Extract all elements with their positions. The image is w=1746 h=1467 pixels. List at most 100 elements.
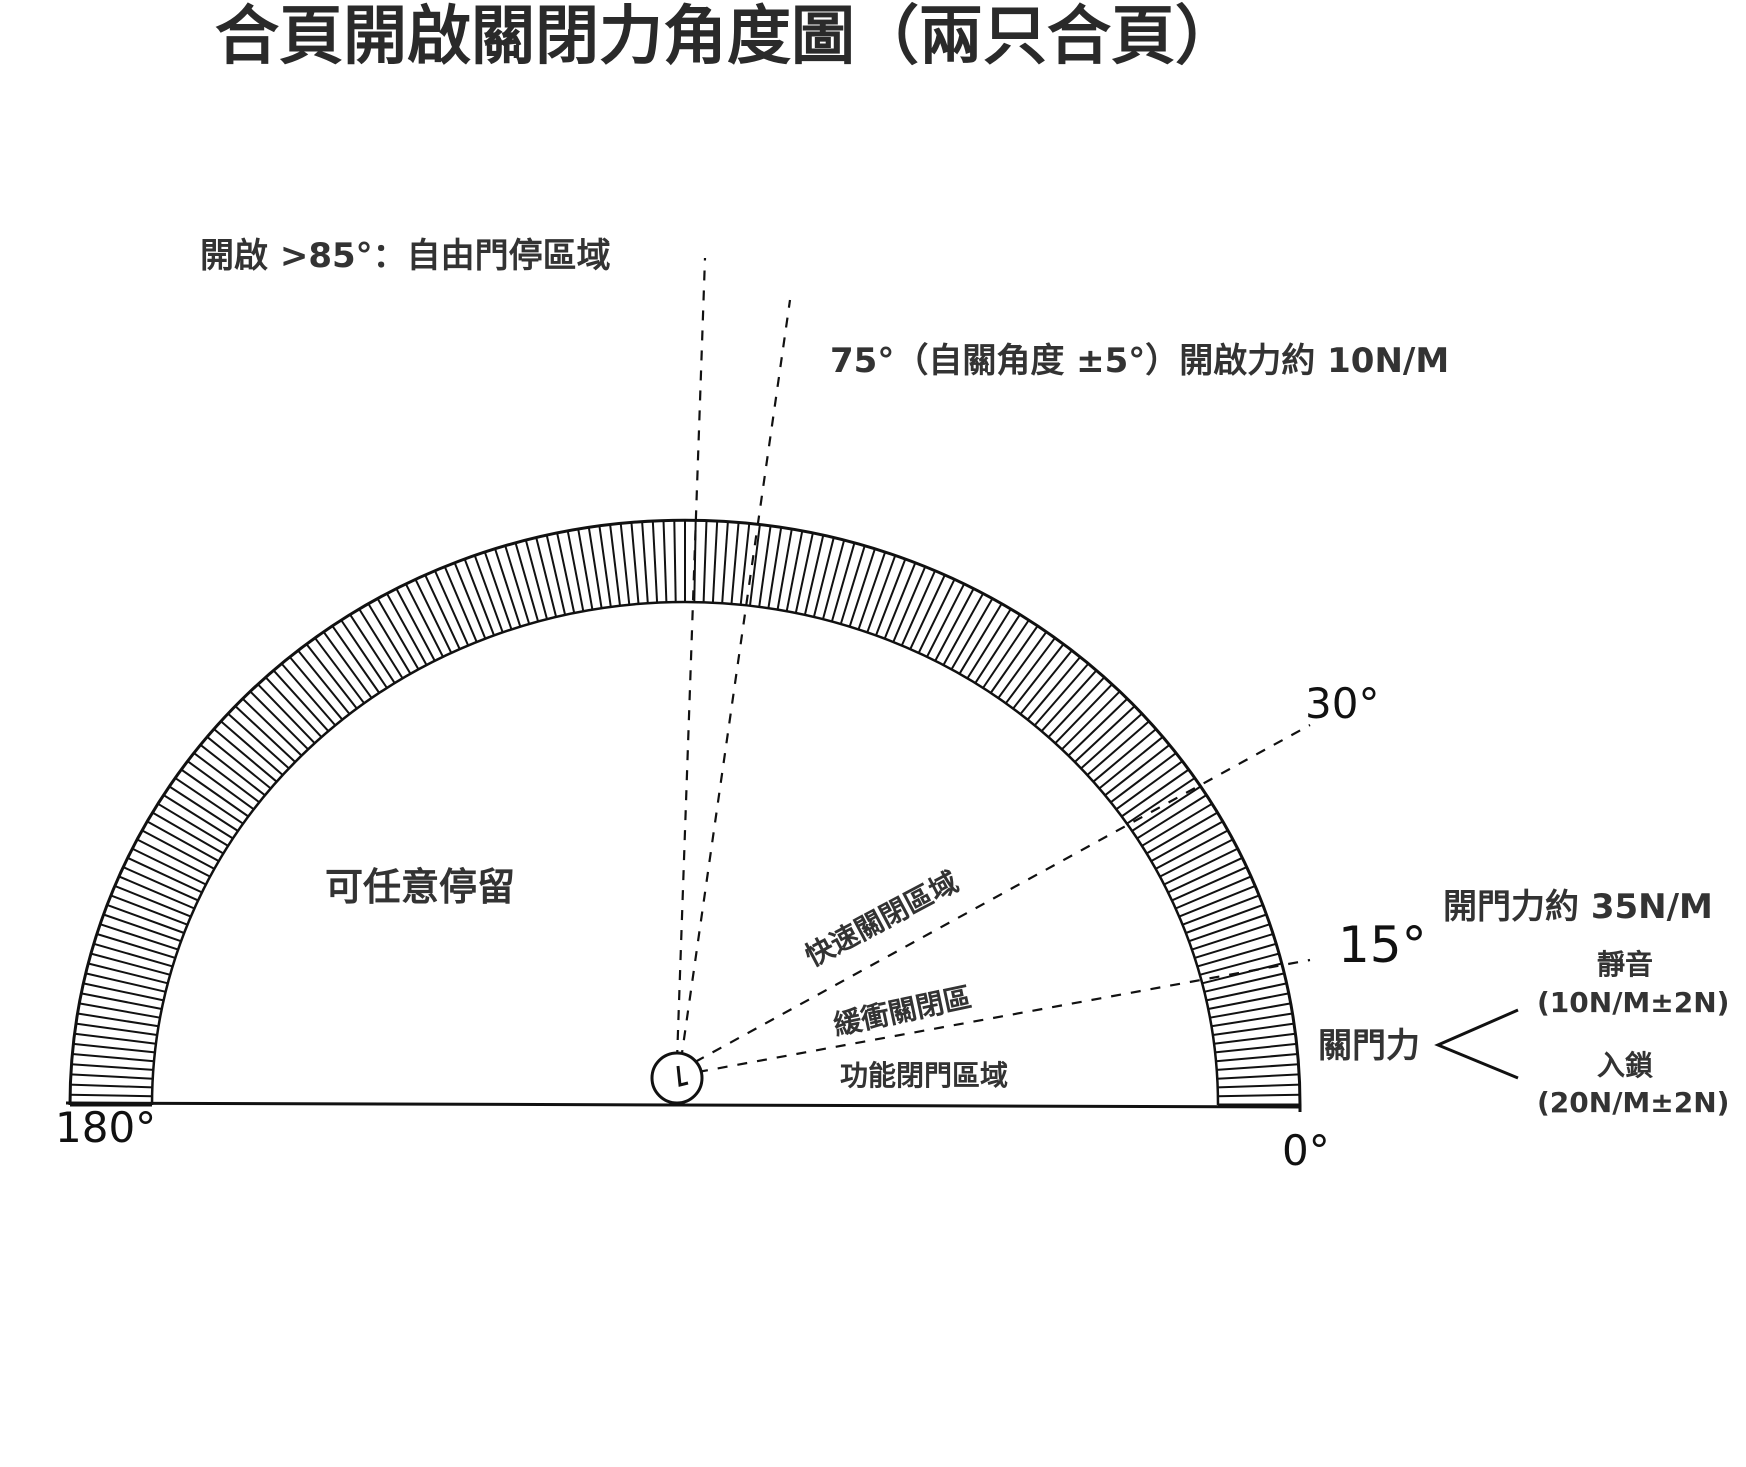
hatch-line bbox=[1167, 856, 1243, 894]
hatch-line bbox=[934, 588, 975, 662]
hatch-line bbox=[280, 662, 337, 727]
hatch-line bbox=[70, 1093, 153, 1098]
hatch-line bbox=[1155, 829, 1229, 870]
hatch-line bbox=[514, 542, 540, 622]
angle-180-label: 180° bbox=[55, 1103, 156, 1152]
hatch-line bbox=[1033, 662, 1090, 727]
hatch-line bbox=[349, 613, 396, 684]
any-stop-label: 可任意停留 bbox=[325, 865, 515, 909]
hatch-line bbox=[220, 720, 284, 776]
hatch-line bbox=[1163, 847, 1239, 886]
hatch-line bbox=[358, 608, 404, 679]
close-force-bracket bbox=[1434, 1008, 1519, 1080]
hatch-line bbox=[1074, 705, 1136, 763]
hatch-line bbox=[1086, 720, 1150, 776]
hatch-line bbox=[702, 520, 708, 603]
hatch-line bbox=[180, 768, 249, 818]
hatch-line bbox=[524, 539, 548, 620]
hatch-line bbox=[443, 566, 478, 643]
hatch-line bbox=[1092, 728, 1157, 783]
hatch-line bbox=[297, 649, 351, 715]
hatch-line bbox=[989, 625, 1039, 694]
hatch-line bbox=[662, 520, 668, 603]
hatch-line bbox=[83, 982, 164, 1002]
hatch-line bbox=[77, 1012, 159, 1028]
hatch-line bbox=[79, 1002, 161, 1019]
hatch-line bbox=[794, 532, 814, 614]
hatch-line bbox=[1159, 838, 1234, 878]
hatch-line bbox=[122, 866, 199, 902]
hatch-line bbox=[1061, 690, 1121, 751]
hatch-line bbox=[926, 583, 966, 658]
hatch-line bbox=[199, 744, 266, 797]
hatch-line bbox=[587, 527, 603, 609]
hatch-line bbox=[127, 856, 203, 894]
hatched-arc-band bbox=[70, 520, 1300, 1106]
hatch-line bbox=[1054, 683, 1113, 744]
hatch-line bbox=[785, 530, 804, 612]
hatch-line bbox=[74, 1032, 157, 1045]
hatch-line bbox=[114, 884, 192, 918]
hatch-line bbox=[830, 542, 856, 622]
hatch-line bbox=[1104, 744, 1171, 797]
hatch-line bbox=[433, 570, 470, 646]
hatch-line bbox=[1047, 676, 1106, 738]
hatch-line bbox=[1115, 760, 1184, 811]
hatch-line bbox=[1178, 884, 1256, 918]
hatch-line bbox=[958, 603, 1003, 675]
hatch-line bbox=[75, 1022, 158, 1036]
hatch-line bbox=[1206, 982, 1287, 1002]
hatch-line bbox=[1197, 942, 1277, 968]
hatch-line bbox=[651, 520, 659, 603]
hatch-line bbox=[146, 820, 220, 862]
hatch-line bbox=[504, 545, 531, 625]
hatch-line bbox=[174, 777, 244, 825]
outer-arc bbox=[68, 518, 1302, 1106]
angle-0-label: 0° bbox=[1282, 1126, 1330, 1175]
angle-15-label: 15° bbox=[1338, 916, 1427, 974]
hatch-line bbox=[1019, 649, 1073, 715]
hatch-line bbox=[812, 537, 835, 618]
hatch-line bbox=[1026, 656, 1082, 721]
hatch-line bbox=[1191, 923, 1271, 951]
hatch-line bbox=[81, 992, 162, 1010]
hatch-line bbox=[966, 608, 1012, 679]
hatch-line bbox=[1212, 1022, 1295, 1036]
hatch-line bbox=[71, 1063, 154, 1071]
hatch-line bbox=[883, 562, 917, 639]
hatch-line bbox=[162, 794, 234, 840]
hatch-line bbox=[385, 592, 428, 666]
hatch-line bbox=[545, 534, 567, 616]
silent-value: (10N/M±2N) bbox=[1537, 986, 1729, 1019]
hatch-line bbox=[730, 522, 740, 604]
hatch-line bbox=[1141, 802, 1213, 847]
hatch-line bbox=[711, 520, 719, 603]
hatch-line bbox=[1217, 1073, 1300, 1080]
hatch-line bbox=[1005, 637, 1056, 704]
hatch-line bbox=[556, 532, 576, 614]
hatch-line bbox=[1040, 669, 1098, 732]
hatch-line bbox=[566, 530, 585, 612]
hatch-line bbox=[1211, 1012, 1293, 1028]
hatch-line bbox=[96, 933, 176, 959]
hatch-line bbox=[72, 1053, 155, 1063]
hatch-line bbox=[1110, 752, 1177, 804]
free-stop-zone-label: 開啟 >85°：自由門停區域 bbox=[200, 236, 611, 276]
hatch-line bbox=[803, 534, 825, 616]
diagram-title: 合頁開啟關閉力角度圖（兩只合頁） bbox=[215, 0, 1239, 74]
pivot-mark bbox=[676, 1065, 689, 1087]
hatch-line bbox=[974, 613, 1021, 684]
hatch-line bbox=[272, 669, 330, 732]
silent-label: 靜音 bbox=[1597, 948, 1653, 981]
hatch-line bbox=[73, 1042, 156, 1054]
hatch-line bbox=[630, 522, 640, 604]
hatch-line bbox=[758, 525, 772, 608]
hatch-line bbox=[1098, 736, 1164, 790]
hatch-line bbox=[424, 574, 461, 650]
hatch-line bbox=[900, 570, 937, 646]
hatch-line bbox=[1146, 811, 1219, 855]
hatch-line bbox=[141, 829, 215, 870]
hatch-line bbox=[106, 903, 185, 934]
hatch-line bbox=[950, 597, 994, 670]
